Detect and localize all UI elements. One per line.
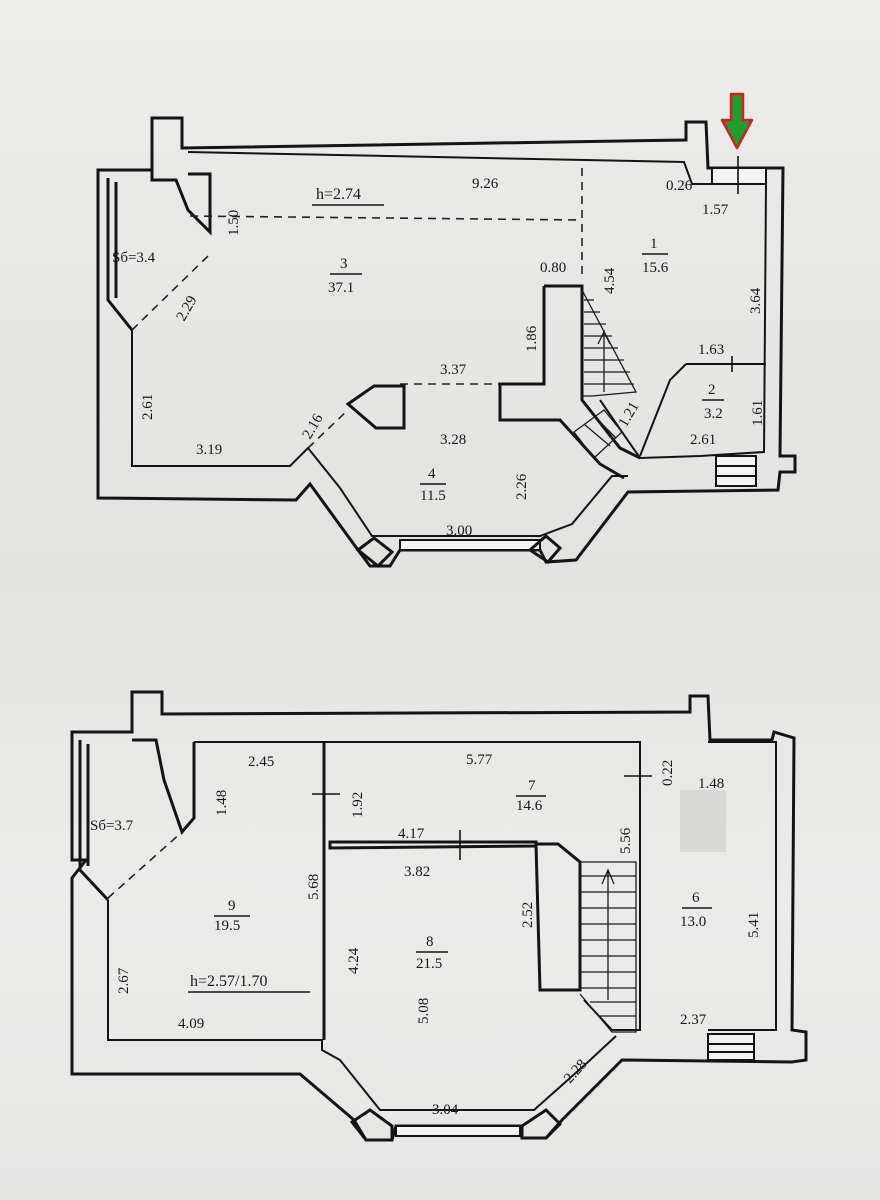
dim2-room7-top: 5.77 <box>466 752 493 768</box>
dim-bay-depth: 2.26 <box>514 473 530 500</box>
dim2-room6-right: 5.41 <box>746 912 762 938</box>
dim2-stair-side: 2.52 <box>520 902 536 928</box>
dim-hall-top: 3.37 <box>440 362 467 378</box>
dim-left-wall-top: 1.50 <box>226 210 242 236</box>
room4-area: 11.5 <box>420 488 446 504</box>
second-floor-ceiling-height: h=2.57/1.70 <box>190 973 267 990</box>
dim-stair-side: 4.54 <box>602 267 618 294</box>
dim2-room8-top: 3.82 <box>404 864 430 880</box>
second-floor-plan: Sб=3.7 h=2.57/1.70 6 13.0 7 14.6 8 21.5 … <box>70 690 808 1142</box>
second-floor-balcony <box>78 738 196 902</box>
dim-bay-width: 3.00 <box>446 523 472 539</box>
dim2-corner-gap: 0.22 <box>660 760 676 786</box>
dim2-room7-bottom: 4.17 <box>398 826 425 842</box>
room9-area: 19.5 <box>214 918 240 934</box>
dim-left-wall-low: 2.61 <box>140 394 156 420</box>
second-bay-window-pillars <box>349 1108 563 1142</box>
bay-window-pillars <box>355 534 563 569</box>
dim2-room8-left: 4.24 <box>346 947 362 974</box>
second-floor-window-right <box>707 1033 755 1061</box>
dim2-room9-bottom: 4.09 <box>178 1016 204 1032</box>
room7-area: 14.6 <box>516 798 543 814</box>
first-floor-inner-wall <box>131 151 768 537</box>
dim-bottom-left: 3.19 <box>196 442 222 458</box>
room1-area: 15.6 <box>642 260 669 276</box>
room2-number: 2 <box>708 382 716 398</box>
second-floor-staircase <box>579 861 637 1033</box>
room4-number: 4 <box>428 466 436 482</box>
second-bay-window <box>395 1125 521 1137</box>
dim2-room8-height: 5.08 <box>416 998 432 1024</box>
room8-number: 8 <box>426 934 434 950</box>
dim-hall-mid: 3.28 <box>440 432 466 448</box>
hall-closet <box>345 384 406 430</box>
dim2-room7-partition: 1.92 <box>350 792 366 818</box>
room7-walls <box>322 742 538 1040</box>
first-floor-outer-wall <box>96 116 797 568</box>
room8-area: 21.5 <box>416 956 442 972</box>
second-balcony-divider-line <box>107 831 183 899</box>
first-floor-staircase <box>573 289 638 459</box>
first-floor-balcony-area: Sб=3.4 <box>112 250 156 266</box>
room6-number: 6 <box>692 890 700 906</box>
redacted-patch <box>680 790 726 852</box>
dim2-room9-top: 2.45 <box>248 754 274 770</box>
first-floor-balcony <box>106 170 212 331</box>
second-floor-balcony-area: Sб=3.7 <box>90 818 134 834</box>
room2-area: 3.2 <box>704 406 723 422</box>
room6-area: 13.0 <box>680 914 706 930</box>
dim-top-wall: 9.26 <box>472 176 499 192</box>
dim2-room9-left-top: 1.48 <box>214 790 230 816</box>
ceiling-line <box>189 215 581 221</box>
balcony-divider-line <box>131 255 209 331</box>
dim-bath-bottom: 2.61 <box>690 432 716 448</box>
second-stair-wall <box>534 842 582 992</box>
first-floor-plan: h=2.74 Sб=3.4 1 15.6 2 3.2 3 37.1 4 11.5… <box>96 92 797 569</box>
down-arrow-icon <box>720 92 754 150</box>
stair-wall <box>498 284 641 480</box>
room9-number: 9 <box>228 898 236 914</box>
dim2-bay-width: 3.04 <box>432 1102 459 1118</box>
dim2-room7-right: 5.56 <box>618 827 634 854</box>
dim-corner-gap: 0.26 <box>666 178 693 194</box>
room7-number: 7 <box>528 778 536 794</box>
dim-diag-left: 2.16 <box>300 411 327 442</box>
dim-corner-width: 1.57 <box>702 202 729 218</box>
dim2-room6-bottom: 2.37 <box>680 1012 707 1028</box>
bay-window <box>399 539 541 551</box>
room3-area: 37.1 <box>328 280 354 296</box>
dim-opening-small: 0.80 <box>540 260 566 276</box>
room1-number: 1 <box>650 236 658 252</box>
diagonal-divider-line <box>307 409 349 449</box>
room3-number: 3 <box>340 256 348 272</box>
first-floor-ceiling-height: h=2.74 <box>316 186 361 203</box>
second-floor-outer-wall <box>70 690 808 1142</box>
dim-stair-diag: 1.21 <box>616 399 643 430</box>
dim-right-wall: 3.64 <box>748 287 764 314</box>
second-floor-inner-wall <box>107 741 777 1111</box>
dim2-room9-height: 5.68 <box>306 874 322 900</box>
dim2-room9-left: 2.67 <box>116 967 132 994</box>
dim-balcony-diag: 2.29 <box>174 293 201 324</box>
dim-partition: 1.86 <box>524 325 540 352</box>
first-floor-window-right <box>715 455 757 487</box>
dim-bath-top: 1.63 <box>698 342 724 358</box>
dim-bath-right: 1.61 <box>750 400 766 426</box>
dim2-room6-top: 1.48 <box>698 776 724 792</box>
room2-walls <box>639 363 766 457</box>
first-floor-window-top <box>711 167 767 185</box>
